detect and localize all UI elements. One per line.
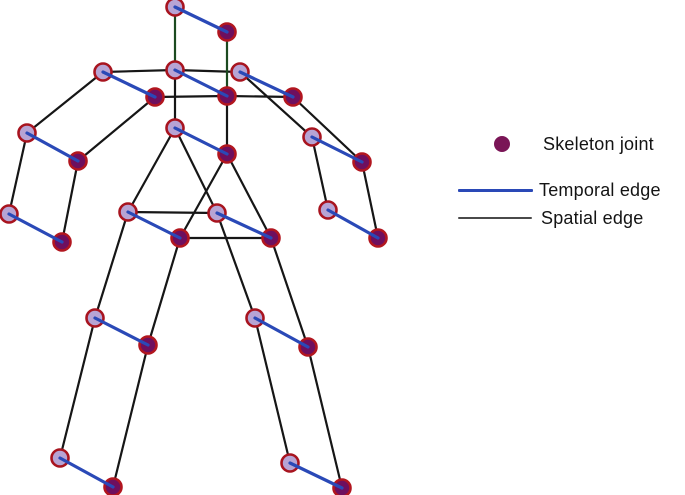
spatial-edge-frame2-l_knee-l_ankle xyxy=(111,343,150,489)
temporal-edge-l_shoulder xyxy=(101,70,157,99)
temporal-edge-r_elbow xyxy=(310,135,364,164)
spatial-edge-frame1-r_elbow-r_wrist xyxy=(310,135,330,212)
spatial-edge-frame1-r_knee-r_ankle xyxy=(253,316,292,465)
spatial-edge-frame2-r_hip-r_knee xyxy=(269,236,310,349)
temporal-edge-r_ankle xyxy=(288,461,344,490)
temporal-edge-l_ankle xyxy=(58,456,115,489)
temporal-edge-chest xyxy=(173,126,229,156)
spatial-edge-frame1-l_hip-r_hip xyxy=(126,210,219,215)
temporal-edge-l_elbow xyxy=(25,131,80,163)
spatial-edge-frame1-r_hip-r_knee xyxy=(215,211,257,320)
spatial-edge-frame1-chest-r_hip xyxy=(173,126,219,215)
spatial-edge-frame2-r_elbow-r_wrist xyxy=(360,160,380,240)
spatial-edge-frame1-neck-r_shoulder xyxy=(173,68,242,74)
spatial-edge-frame2-r_knee-r_ankle xyxy=(306,345,344,490)
temporal-edge-r_shoulder xyxy=(238,70,295,99)
spatial-edge-frame1-l_elbow-l_wrist xyxy=(7,131,29,216)
spatial-edge-frame1-l_hip-l_knee xyxy=(93,210,130,320)
temporal-edge-l_hip xyxy=(126,210,182,240)
spatial-edge-frame1-l_knee-l_ankle xyxy=(58,316,97,460)
legend-label-temporal-edge: Temporal edge xyxy=(539,180,661,200)
temporal-edge-r_wrist xyxy=(326,208,380,240)
spatial-edge-frame2-chest-l_hip xyxy=(178,152,229,240)
spatial-edge-frame1-r_shoulder-r_elbow xyxy=(238,70,314,139)
temporal-edge-r_hip xyxy=(215,211,273,240)
legend: Skeleton joint Temporal edge Spatial edg… xyxy=(430,120,685,240)
spatial-edge-frame2-l_shoulder-l_elbow xyxy=(76,95,157,163)
spatial-edge-frame2-neck-r_shoulder xyxy=(225,94,295,99)
skeleton-joint-marker-icon xyxy=(494,136,510,152)
spatial-edge-frame1-chest-l_hip xyxy=(126,126,177,214)
spatial-edge-frame2-neck-l_shoulder xyxy=(153,94,229,99)
spatial-edge-frame1-l_shoulder-l_elbow xyxy=(25,70,105,135)
temporal-edge-head xyxy=(173,5,229,34)
spatial-edge-frame2-l_hip-l_knee xyxy=(146,236,182,347)
temporal-edge-l_wrist xyxy=(7,212,64,244)
temporal-edge-marker-icon xyxy=(458,188,533,192)
legend-label-skeleton-joint: Skeleton joint xyxy=(543,134,654,154)
legend-label-spatial-edge: Spatial edge xyxy=(541,208,644,228)
temporal-edge-l_knee xyxy=(93,316,150,347)
spatial-edge-frame2-chest-r_hip xyxy=(225,152,273,240)
spatial-edge-frame2-l_elbow-l_wrist xyxy=(60,159,80,244)
temporal-edge-r_knee xyxy=(253,316,310,349)
spatial-edge-frame1-neck-l_shoulder xyxy=(101,68,177,74)
spatial-edge-frame2-r_shoulder-r_elbow xyxy=(291,95,364,164)
spatial-edge-marker-icon xyxy=(458,217,532,219)
temporal-edge-neck xyxy=(173,68,229,98)
